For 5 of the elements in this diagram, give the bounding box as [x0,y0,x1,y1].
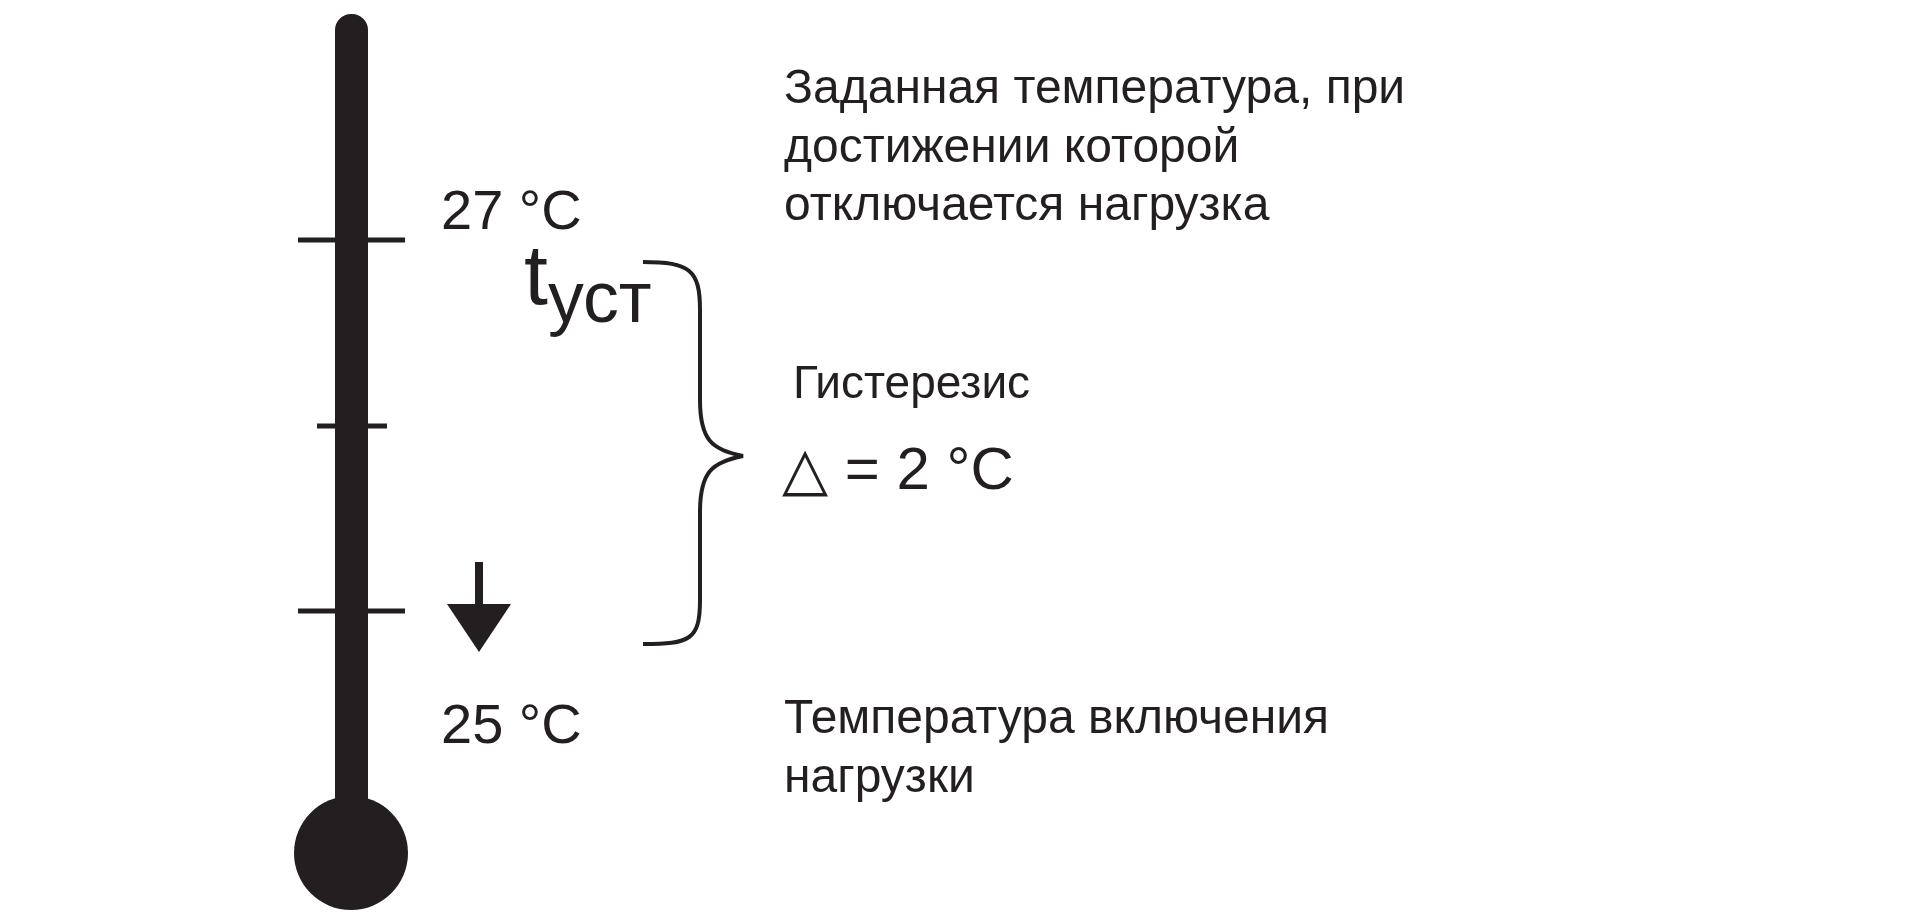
temperature-value: 25 °C [441,691,582,757]
hysteresis-heading: Гистерезис [793,355,1031,410]
setpoint-description: Заданная температура, при достижении которой отключается нагрузка [784,59,1407,233]
switch-on-description: Температура включения нагрузки [784,689,1331,804]
hysteresis-value: △ = 2 °C [782,434,1014,504]
